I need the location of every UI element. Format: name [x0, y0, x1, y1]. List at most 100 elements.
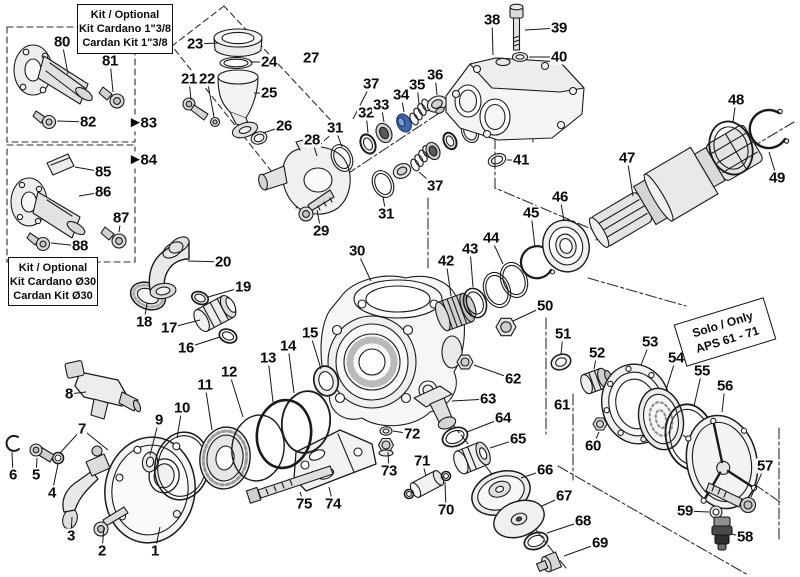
part-59-washer: [709, 505, 723, 519]
part-label-5: 5: [30, 466, 42, 484]
part-69-bolt: [536, 551, 563, 573]
part-label-71: 71: [412, 452, 432, 470]
part-5-fitting: [29, 443, 55, 463]
part-label-33: 33: [371, 96, 391, 114]
part-label-62: 62: [503, 370, 523, 388]
part-11-bearing-plate: [199, 426, 251, 490]
part-label-31: 31: [376, 205, 396, 223]
part-label-31: 31: [325, 119, 345, 137]
kit-138-boundary: [6, 26, 136, 143]
part-label-35: 35: [407, 76, 427, 94]
part-32-ring: [359, 133, 377, 155]
part-label-40: 40: [549, 48, 569, 66]
part-label-12: 12: [219, 363, 239, 381]
part-label-19: 19: [233, 278, 253, 296]
part-label-54: 54: [666, 349, 686, 367]
part-label-57: 57: [755, 457, 775, 475]
part-68-ring: [523, 531, 549, 551]
part-label-47: 47: [617, 149, 637, 167]
part-44-rings: [482, 261, 529, 309]
part-label-65: 65: [508, 430, 528, 448]
part-3-lever: [62, 445, 111, 530]
part-73-nut: [377, 437, 395, 457]
part-label-28: 28: [302, 131, 322, 149]
part-label-1: 1: [149, 542, 161, 560]
part-label-37: 37: [361, 75, 381, 93]
part-label-51: 51: [553, 325, 573, 343]
part-label-58: 58: [735, 528, 755, 546]
part-label-55: 55: [692, 362, 712, 380]
part-label-20: 20: [213, 253, 233, 271]
part-label-15: 15: [300, 324, 320, 342]
callout-line: Cardan Kit 1"3/8: [82, 37, 168, 49]
part-14-ring: [280, 390, 332, 454]
part-26-seal-ring: [250, 131, 268, 145]
part-label-85: 85: [93, 163, 113, 181]
part-label-74: 74: [323, 495, 343, 513]
part-60-nut: [592, 417, 608, 431]
part-25-oil-tank: [217, 69, 259, 139]
part-label-72: 72: [402, 425, 422, 443]
part-label-22: 22: [197, 70, 217, 88]
part-label-67: 67: [554, 487, 574, 505]
part-81-bolt: [98, 86, 125, 109]
part-24-ring: [219, 56, 253, 70]
part-62-nut: [456, 354, 474, 370]
part-label-13: 13: [258, 349, 278, 367]
part-36-valve-poppet: [426, 95, 448, 114]
part-label-9: 9: [153, 411, 165, 429]
part-label-45: 45: [521, 204, 541, 222]
kit-o30-boundary: [6, 144, 136, 263]
kit-marker-number: 84: [140, 151, 158, 169]
part-label-29: 29: [311, 222, 331, 240]
part-15-seal: [312, 365, 340, 397]
callout-kit-cardano-138: Kit / Optional Kit Cardano 1"3/8 Cardan …: [77, 4, 173, 54]
part-56-cover: [685, 414, 759, 510]
callout-line: Kit Cardano Ø30: [9, 275, 97, 288]
part-label-48: 48: [726, 91, 746, 109]
part-label-6: 6: [7, 466, 19, 484]
part-label-25: 25: [259, 84, 279, 102]
part-label-3: 3: [65, 527, 77, 545]
part-13-ring: [255, 398, 313, 470]
part-2-bolt: [93, 506, 129, 537]
part-36b-valve-poppet: [392, 163, 412, 179]
part-48-seal-ring: [708, 120, 754, 176]
part-label-82: 82: [78, 113, 98, 131]
part-label-44: 44: [481, 229, 501, 247]
part-label-4: 4: [46, 484, 58, 502]
part-16-o-ring: [218, 328, 238, 344]
part-9-seal-disc: [141, 451, 159, 473]
part-63-con-rod: [413, 385, 457, 430]
part-85-key: [46, 153, 75, 176]
part-label-81: 81: [100, 52, 120, 70]
part-label-34: 34: [391, 86, 411, 104]
part-87-bolt: [100, 226, 127, 249]
kit-marker-84: ▶84: [131, 151, 158, 169]
part-31b-o-ring: [371, 170, 395, 198]
part-88-bolt: [26, 232, 51, 252]
part-label-16: 16: [176, 339, 196, 357]
part-label-36: 36: [425, 66, 445, 84]
part-label-14: 14: [278, 337, 298, 355]
part-label-63: 63: [478, 390, 498, 408]
part-label-80: 80: [52, 33, 72, 51]
part-label-43: 43: [460, 240, 480, 258]
part-67-support-disc: [493, 499, 545, 539]
kit-arrow-icon: ▶: [131, 116, 140, 129]
part-21-bolt: [182, 97, 209, 121]
part-label-52: 52: [587, 344, 607, 362]
part-71-pin: [409, 470, 445, 498]
part-label-41: 41: [511, 151, 531, 169]
part-label-26: 26: [274, 117, 294, 135]
part-label-61: 61: [552, 396, 572, 414]
part-label-50: 50: [535, 297, 555, 315]
part-65-piston: [453, 441, 491, 475]
callout-line: Kit Cardano 1"3/8: [78, 23, 172, 35]
part-80-flanged-shaft: [13, 44, 93, 105]
part-label-75: 75: [294, 495, 314, 513]
part-label-17: 17: [159, 319, 179, 337]
part-75-bolt: [245, 465, 334, 504]
